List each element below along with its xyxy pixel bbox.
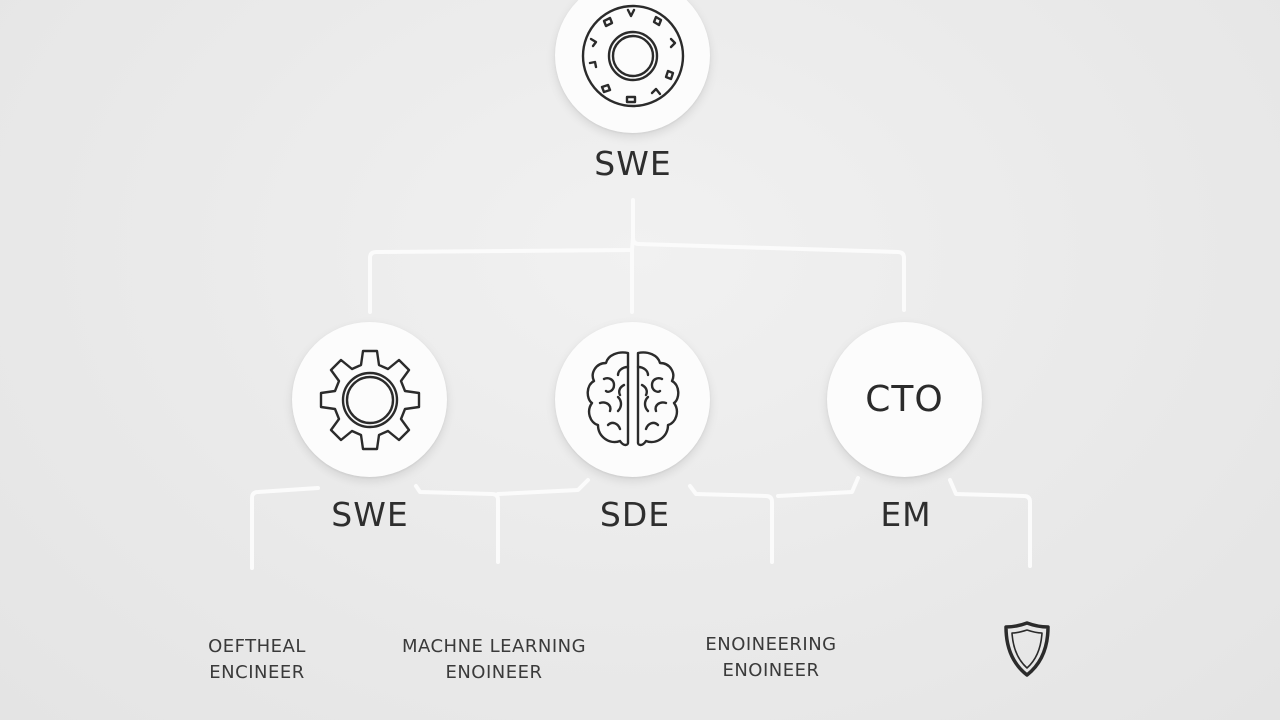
cto-node[interactable]: CTO bbox=[827, 322, 982, 477]
sde-label: SDE bbox=[599, 495, 671, 534]
cto-node-text: CTO bbox=[865, 379, 944, 420]
swe-node[interactable] bbox=[292, 322, 447, 477]
leaf-line: ENOINEER bbox=[722, 660, 820, 681]
ring-icon bbox=[581, 4, 684, 107]
connector-swe-left bbox=[250, 486, 320, 570]
connector-em-left bbox=[776, 476, 860, 498]
connector-root-to-swe bbox=[368, 236, 635, 314]
sde-node[interactable] bbox=[555, 322, 710, 477]
connector-sde-left bbox=[496, 478, 590, 496]
swe-label: SWE bbox=[331, 495, 409, 534]
leaf-line: ENOINEERING bbox=[705, 634, 837, 655]
connector-sde-right bbox=[688, 484, 774, 564]
leaf-line: OEFTHEAL bbox=[208, 636, 306, 657]
gear-icon bbox=[319, 349, 420, 450]
leaf-item: OEFTHEAL ENCINEER bbox=[172, 634, 342, 686]
shield-icon bbox=[1004, 621, 1050, 677]
root-node[interactable] bbox=[555, 0, 710, 133]
leaf-item: MACHNE LEARNING ENOINEER bbox=[374, 634, 614, 686]
em-label: EM bbox=[880, 495, 932, 534]
root-label: SWE bbox=[594, 144, 672, 183]
leaf-line: MACHNE LEARNING bbox=[401, 636, 587, 657]
leaf-line: ENCINEER bbox=[209, 662, 305, 683]
brain-icon bbox=[586, 350, 679, 446]
leaf-line: ENOINEER bbox=[445, 662, 543, 683]
connector-em-right bbox=[948, 478, 1032, 568]
leaf-item: ENOINEERING ENOINEER bbox=[676, 632, 866, 684]
connector-swe-right bbox=[414, 484, 500, 564]
connector-root-to-em bbox=[631, 198, 906, 312]
